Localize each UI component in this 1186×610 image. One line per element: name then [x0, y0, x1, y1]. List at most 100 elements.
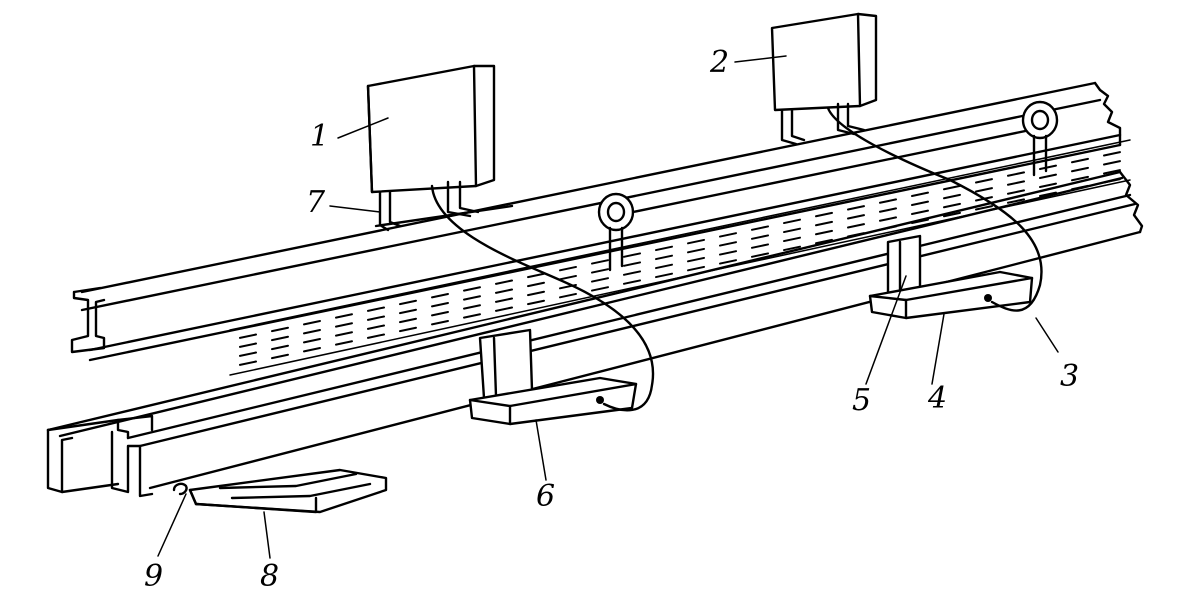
belt-dash: [687, 256, 705, 263]
belt-dash: [367, 306, 385, 312]
leader-lines: [157, 55, 1059, 559]
belt-dash: [751, 243, 769, 249]
belt-dash: [783, 218, 801, 225]
belt-dash: [591, 286, 609, 292]
belt-dash: [239, 333, 257, 339]
belt-dash: [1071, 175, 1089, 182]
belt-dash: [1007, 189, 1025, 195]
belt-dash: [943, 184, 961, 191]
belt-dash: [367, 315, 385, 321]
belt-dash: [495, 306, 513, 312]
belt-dash: [1071, 166, 1089, 173]
belt-dash: [431, 310, 449, 317]
belt-dash: [943, 202, 961, 209]
belt-dash: [751, 225, 769, 231]
belt-dash: [719, 241, 737, 247]
callouts: 1 2 3 4 5 6 7 8 9: [144, 45, 1079, 594]
belt-dash: [655, 263, 673, 270]
belt-dash: [1103, 169, 1121, 175]
rail-clamp-6: [478, 328, 534, 400]
belt-dash: [1039, 191, 1057, 197]
cable-from-box-2: [826, 106, 1043, 312]
belt-dash: [911, 200, 929, 207]
belt-dash: [943, 211, 961, 218]
callout-2: 2: [709, 45, 729, 80]
belt-dash: [655, 245, 673, 252]
belt-dash: [783, 227, 801, 234]
belt-dash: [399, 308, 417, 315]
belt-dash: [1039, 182, 1057, 188]
belt-dash: [271, 335, 289, 342]
belt-dash: [815, 220, 833, 227]
belt-dash: [335, 313, 353, 319]
belt-dash: [943, 193, 961, 200]
belt-dash: [623, 261, 641, 267]
belt-dash: [239, 360, 257, 366]
belt-dash: [623, 270, 641, 276]
instrument-box-1: [366, 64, 514, 232]
belt-dash: [975, 187, 993, 193]
belt-dash: [815, 211, 833, 218]
callout-7: 7: [306, 185, 326, 220]
belt-dash: [463, 304, 481, 310]
belt-dash: [783, 245, 801, 252]
belt-dash: [879, 216, 897, 222]
belt-dash: [463, 295, 481, 301]
belt-dash: [847, 205, 865, 211]
belt-dash: [751, 252, 769, 258]
pulley-rear: [1021, 100, 1059, 177]
belt-dash: [335, 322, 353, 328]
belt-dash: [399, 299, 417, 306]
back-rail: [70, 81, 1122, 362]
belt-dash: [783, 236, 801, 243]
callout-5: 5: [852, 383, 871, 418]
belt-dash: [847, 214, 865, 220]
instrument-box-2: [770, 12, 878, 146]
belt-dash: [495, 279, 513, 285]
belt-dash: [527, 281, 545, 288]
belt-dash: [399, 317, 417, 324]
belt-dash: [1007, 198, 1025, 204]
belt-dash: [431, 301, 449, 308]
belt-dash: [687, 238, 705, 245]
belt-dash: [367, 333, 385, 339]
callout-8: 8: [260, 559, 279, 594]
belt-dash: [655, 272, 673, 279]
belt-dash: [1071, 157, 1089, 164]
cable-from-box-1: [430, 184, 655, 412]
belt-dash: [879, 198, 897, 204]
belt-dash: [815, 229, 833, 236]
front-rail: [46, 170, 1144, 498]
belt-dash: [239, 342, 257, 348]
belt-dash: [559, 265, 577, 272]
belt-dash: [495, 297, 513, 303]
belt-dash: [303, 347, 321, 353]
belt-dash: [431, 319, 449, 326]
belt-dash: [719, 259, 737, 265]
callout-6: 6: [536, 479, 555, 514]
belt-dash: [975, 205, 993, 211]
belt-dash: [719, 250, 737, 256]
belt-dash: [879, 207, 897, 213]
belt-dash: [623, 252, 641, 258]
belt-dash: [591, 277, 609, 283]
belt-dash: [239, 351, 257, 357]
belt-dash: [1039, 173, 1057, 179]
belt-dash: [527, 290, 545, 297]
belt-dash: [1039, 164, 1057, 170]
callout-3: 3: [1060, 359, 1079, 394]
belt-dash: [335, 340, 353, 346]
belt-dash: [431, 292, 449, 299]
belt-dash: [271, 353, 289, 360]
callout-9: 9: [144, 559, 163, 594]
belt-dash: [911, 209, 929, 216]
belt-dash: [271, 344, 289, 351]
belt-dash: [303, 320, 321, 326]
pulley-front: [597, 126, 1042, 272]
base-plate-8: [172, 468, 388, 514]
belt-dash: [495, 288, 513, 294]
belt-dash: [591, 268, 609, 274]
belt-band: [229, 139, 1131, 376]
